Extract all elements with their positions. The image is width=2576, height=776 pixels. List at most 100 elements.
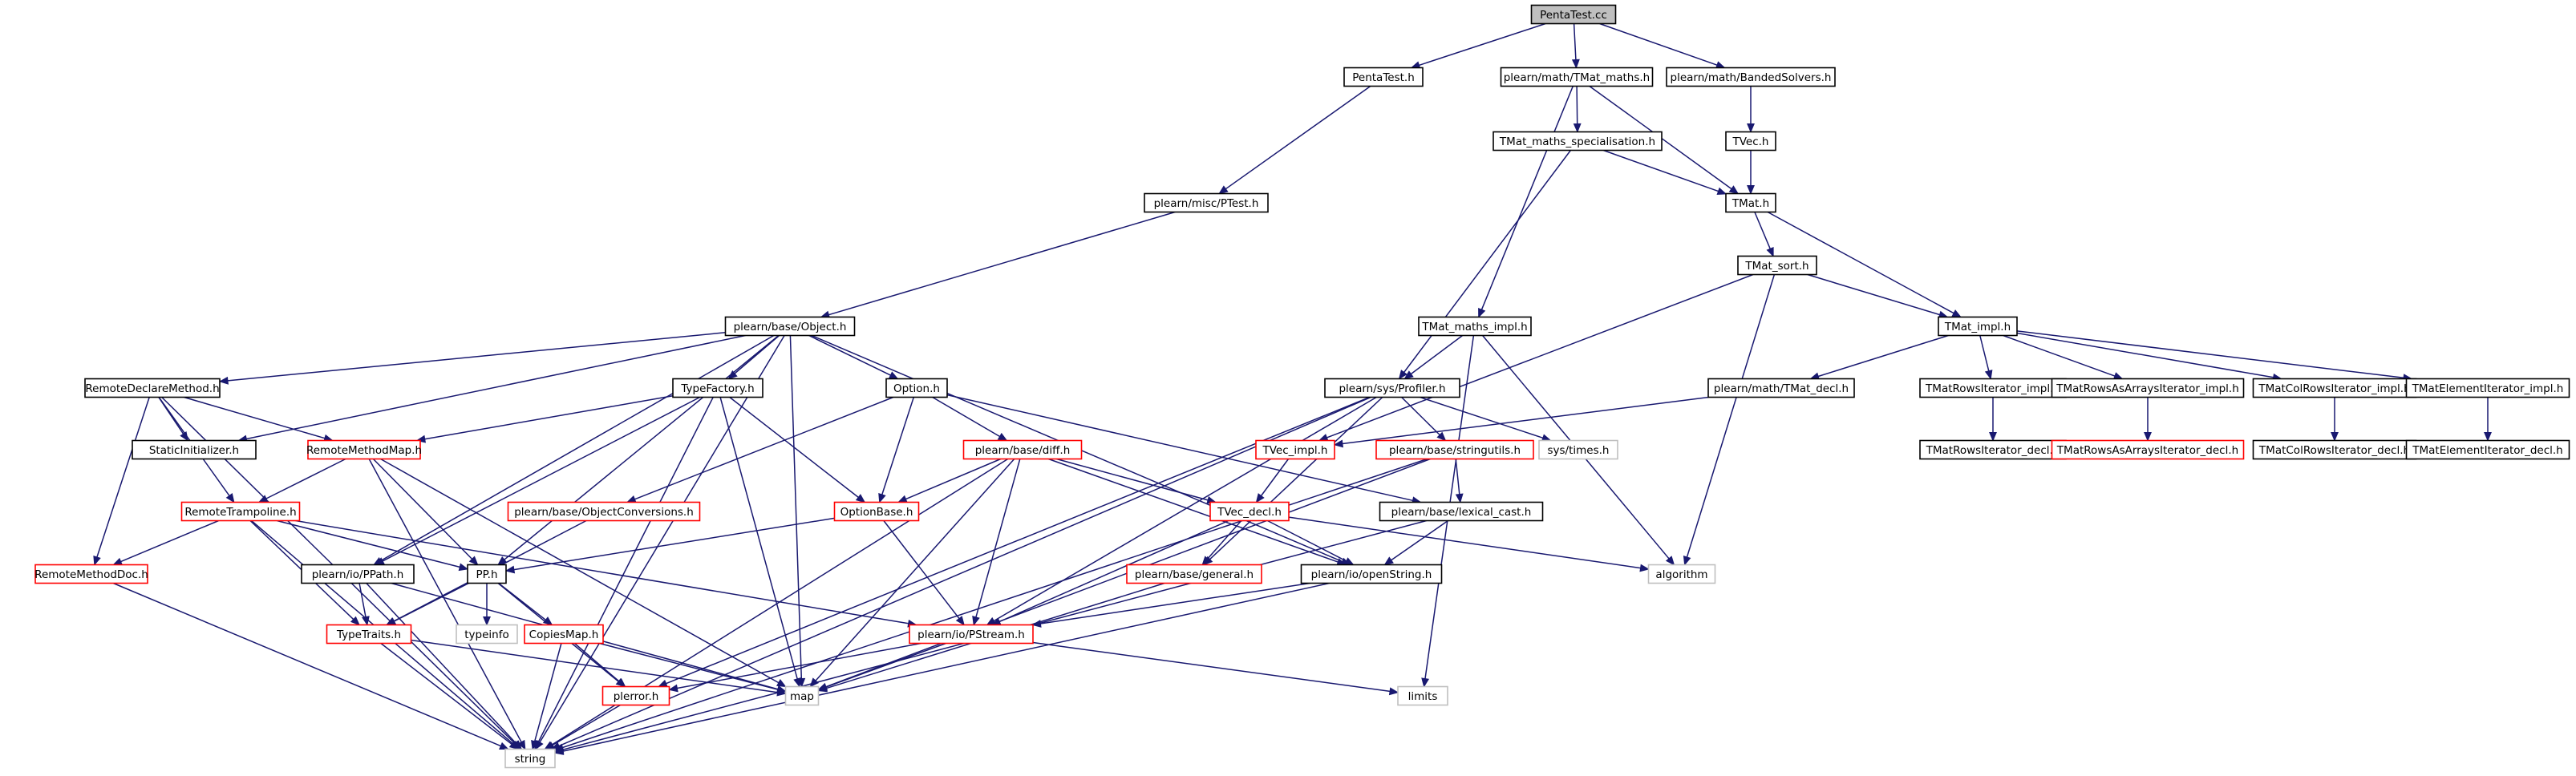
node-box	[132, 439, 257, 460]
edge-line	[382, 396, 701, 562]
node-tmatelementiterator-impl-h[interactable]: TMatElementIterator_impl.h	[2405, 378, 2570, 398]
arrowhead-icon	[508, 741, 520, 750]
node-box	[784, 685, 820, 706]
node-label: TVec.h	[1732, 135, 1768, 148]
node-pp-h[interactable]: PP.h	[467, 564, 507, 584]
node-copiesmap-h[interactable]: CopiesMap.h	[524, 624, 604, 645]
arrowhead-icon	[1398, 370, 1407, 380]
include-edge-remote-method-map-h-to-pp-h	[372, 458, 479, 566]
edge-line	[1401, 396, 1440, 436]
node-tvec-h[interactable]: TVec.h	[1725, 131, 1776, 152]
node-plearn-base-objectconversions-h[interactable]: plearn/base/ObjectConversions.h	[507, 501, 701, 522]
node-plearn-math-tmat-decl-h[interactable]: plearn/math/TMat_decl.h	[1707, 378, 1855, 398]
node-plearn-base-stringutils-h[interactable]: plearn/base/stringutils.h	[1375, 439, 1534, 460]
node-tmatcolrowsiterator-impl-h[interactable]: TMatColRowsIterator_impl.h	[2252, 378, 2417, 398]
node-tmat-maths-impl-h[interactable]: TMat_maths_impl.h	[1418, 316, 1532, 337]
node-plearn-base-diff-h[interactable]: plearn/base/diff.h	[962, 439, 1083, 460]
node-remotemethodmap-h[interactable]: RemoteMethodMap.h	[306, 439, 422, 460]
node-plearn-sys-profiler-h[interactable]: plearn/sys/Profiler.h	[1324, 378, 1460, 398]
node-staticinitializer-h[interactable]: StaticInitializer.h	[132, 439, 257, 460]
include-edge-tmat-h-to-tmat-sort-h	[1754, 212, 1774, 257]
node-label: plerror.h	[614, 690, 659, 703]
node-plearn-base-object-h[interactable]: plearn/base/Object.h	[724, 316, 856, 337]
node-remotemethoddoc-h[interactable]: RemoteMethodDoc.h	[34, 564, 148, 584]
edge-line	[1209, 396, 1383, 560]
include-edge-stringutils-h-to-lexical-cast-h	[1455, 459, 1464, 503]
node-tmat-maths-specialisation-h[interactable]: TMat_maths_specialisation.h	[1493, 131, 1663, 152]
include-edge-tvec-impl-h-to-tvec-decl-h	[1255, 459, 1290, 503]
node-typetraits-h[interactable]: TypeTraits.h	[326, 624, 412, 645]
node-label: TMatRowsIterator_impl.h	[1925, 382, 2060, 395]
include-edge-pstream-h-to-plerror-h	[668, 642, 921, 693]
node-plearn-base-general-h[interactable]: plearn/base/general.h	[1126, 564, 1262, 584]
edge-line	[975, 459, 1021, 618]
node-box	[2051, 439, 2245, 460]
node-remotedeclaremethod-h[interactable]: RemoteDeclareMethod.h	[84, 378, 221, 398]
arrowhead-icon	[458, 563, 469, 572]
edge-line	[1326, 273, 1754, 439]
node-optionbase-h[interactable]: OptionBase.h	[833, 501, 920, 522]
node-plearn-io-openstring-h[interactable]: plearn/io/openString.h	[1300, 564, 1443, 584]
edge-line	[1391, 519, 1448, 561]
node-box	[1255, 439, 1335, 460]
node-label: TVec_impl.h	[1262, 444, 1328, 457]
node-plearn-base-lexical-cast-h[interactable]: plearn/base/lexical_cast.h	[1379, 501, 1544, 522]
include-edge-type-traits-h-to-map	[411, 639, 787, 697]
node-tmatrowsiterator-impl-h[interactable]: TMatRowsIterator_impl.h	[1919, 378, 2067, 398]
node-tmatrowsasarraysiterator-decl-h[interactable]: TMatRowsAsArraysIterator_decl.h	[2051, 439, 2245, 460]
node-option-h[interactable]: Option.h	[885, 378, 948, 398]
node-label: plearn/io/PPath.h	[312, 568, 404, 581]
include-edge-tmat-maths-spec-h-to-tmat-h	[1603, 149, 1727, 196]
node-label: limits	[1408, 690, 1438, 703]
edge-line	[1455, 459, 1460, 495]
node-label: PP.h	[476, 568, 497, 581]
include-edge-object-h-to-static-initializer-h	[237, 334, 746, 443]
arrowhead-icon	[658, 679, 668, 688]
node-tmat-sort-h[interactable]: TMat_sort.h	[1737, 255, 1817, 276]
node-tmatelementiterator-decl-h[interactable]: TMatElementIterator_decl.h	[2405, 439, 2570, 460]
include-edge-pp-h-to-typeinfo	[483, 583, 491, 626]
node-label: TypeFactory.h	[680, 382, 754, 395]
node-tvec-impl-h[interactable]: TVec_impl.h	[1255, 439, 1335, 460]
node-plearn-math-bandedsolvers-h[interactable]: plearn/math/BandedSolvers.h	[1666, 67, 1836, 87]
edge-line	[789, 335, 803, 679]
arrowhead-icon	[855, 494, 866, 503]
node-box	[1725, 192, 1776, 213]
arrowhead-icon	[668, 684, 678, 693]
node-typefactory-h[interactable]: TypeFactory.h	[672, 378, 763, 398]
node-tmat-h[interactable]: TMat.h	[1725, 192, 1776, 213]
node-plearn-misc-ptest-h[interactable]: plearn/misc/PTest.h	[1144, 192, 1269, 213]
node-pentatest-h[interactable]: PentaTest.h	[1343, 67, 1424, 87]
include-edge-remote-method-map-h-to-remote-trampoline-h	[257, 458, 346, 503]
node-label: plearn/math/TMat_decl.h	[1714, 382, 1849, 395]
node-label: TVec_decl.h	[1217, 506, 1282, 519]
node-plearn-io-ppath-h[interactable]: plearn/io/PPath.h	[301, 564, 415, 584]
edge-line	[1817, 334, 1949, 378]
edge-line	[1576, 86, 1578, 124]
edge-line	[1686, 274, 1776, 558]
edge-line	[380, 334, 775, 562]
arrowhead-icon	[1716, 187, 1727, 196]
arrowhead-icon	[499, 742, 509, 750]
include-edge-copies-map-h-to-plerror-h	[573, 642, 626, 688]
node-plerror-h[interactable]: plerror.h	[601, 685, 670, 706]
include-edge-ppath-h-to-type-traits-h	[358, 583, 370, 626]
node-remotetrampoline-h[interactable]: RemoteTrampoline.h	[180, 501, 301, 522]
node-tvec-decl-h[interactable]: TVec_decl.h	[1209, 501, 1290, 522]
arrowhead-icon	[1665, 556, 1675, 566]
node-tmatrowsasarraysiterator-impl-h[interactable]: TMatRowsAsArraysIterator_impl.h	[2051, 378, 2245, 398]
node-label: plearn/base/lexical_cast.h	[1391, 506, 1532, 519]
node-tmatrowsiterator-decl-h[interactable]: TMatRowsIterator_decl.h	[1919, 439, 2067, 460]
arrowhead-icon	[1984, 370, 1993, 380]
node-tmatcolrowsiterator-decl-h[interactable]: TMatColRowsIterator_decl.h	[2252, 439, 2417, 460]
node-tmat-impl-h[interactable]: TMat_impl.h	[1938, 316, 2018, 337]
include-edge-pp-h-to-type-traits-h	[386, 582, 469, 626]
arrowhead-icon	[955, 616, 965, 626]
include-edge-object-h-to-remote-declare-method-h	[218, 332, 726, 385]
node-plearn-math-tmat-maths-h[interactable]: plearn/math/TMat_maths.h	[1500, 67, 1654, 87]
node-plearn-io-pstream-h[interactable]: plearn/io/PStream.h	[909, 624, 1034, 645]
node-label: RemoteMethodMap.h	[306, 444, 422, 457]
edge-line	[719, 397, 798, 680]
